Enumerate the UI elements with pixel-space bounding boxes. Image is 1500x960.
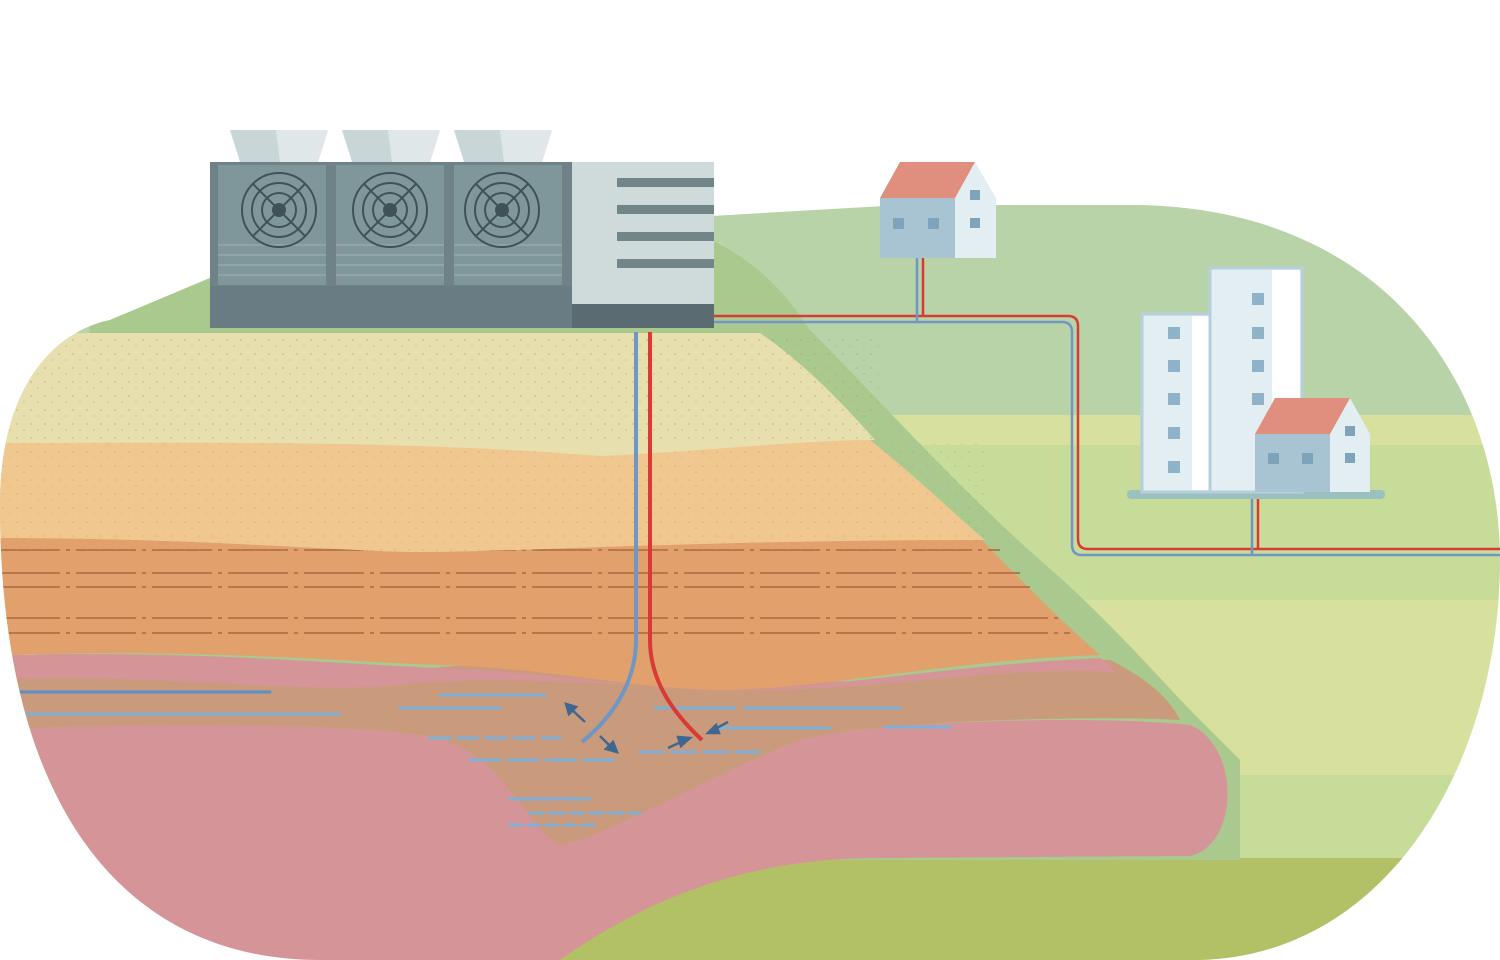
cold-return-line bbox=[714, 320, 1500, 557]
landscape bbox=[0, 205, 1500, 960]
hot-supply-line bbox=[714, 314, 1500, 551]
arrow-icon bbox=[676, 735, 694, 749]
fan-icon bbox=[241, 172, 317, 248]
distribution-pipes bbox=[714, 258, 1500, 557]
field-band-dark bbox=[560, 858, 1500, 960]
injection-well bbox=[580, 332, 638, 744]
production-well bbox=[648, 332, 704, 742]
arrow-icon bbox=[704, 722, 721, 735]
bedrock-layer bbox=[0, 720, 1228, 960]
flow-arrows bbox=[564, 702, 729, 754]
fan-icon bbox=[352, 172, 428, 248]
house-icon bbox=[1255, 398, 1370, 492]
cooling-vents bbox=[230, 130, 552, 162]
pink-band bbox=[0, 653, 1115, 690]
fan-icon bbox=[464, 172, 540, 248]
clay-layer bbox=[0, 538, 1100, 690]
vent-grille bbox=[617, 178, 714, 268]
arrow-icon bbox=[603, 739, 620, 754]
city-block bbox=[1127, 266, 1385, 499]
geothermal-plant bbox=[210, 130, 714, 328]
well-pipes bbox=[580, 332, 704, 744]
control-unit bbox=[572, 162, 714, 328]
house-icon bbox=[880, 162, 996, 258]
building-icon bbox=[1140, 312, 1214, 494]
groundwater-streaks bbox=[13, 690, 952, 827]
arrow-icon bbox=[564, 702, 579, 717]
